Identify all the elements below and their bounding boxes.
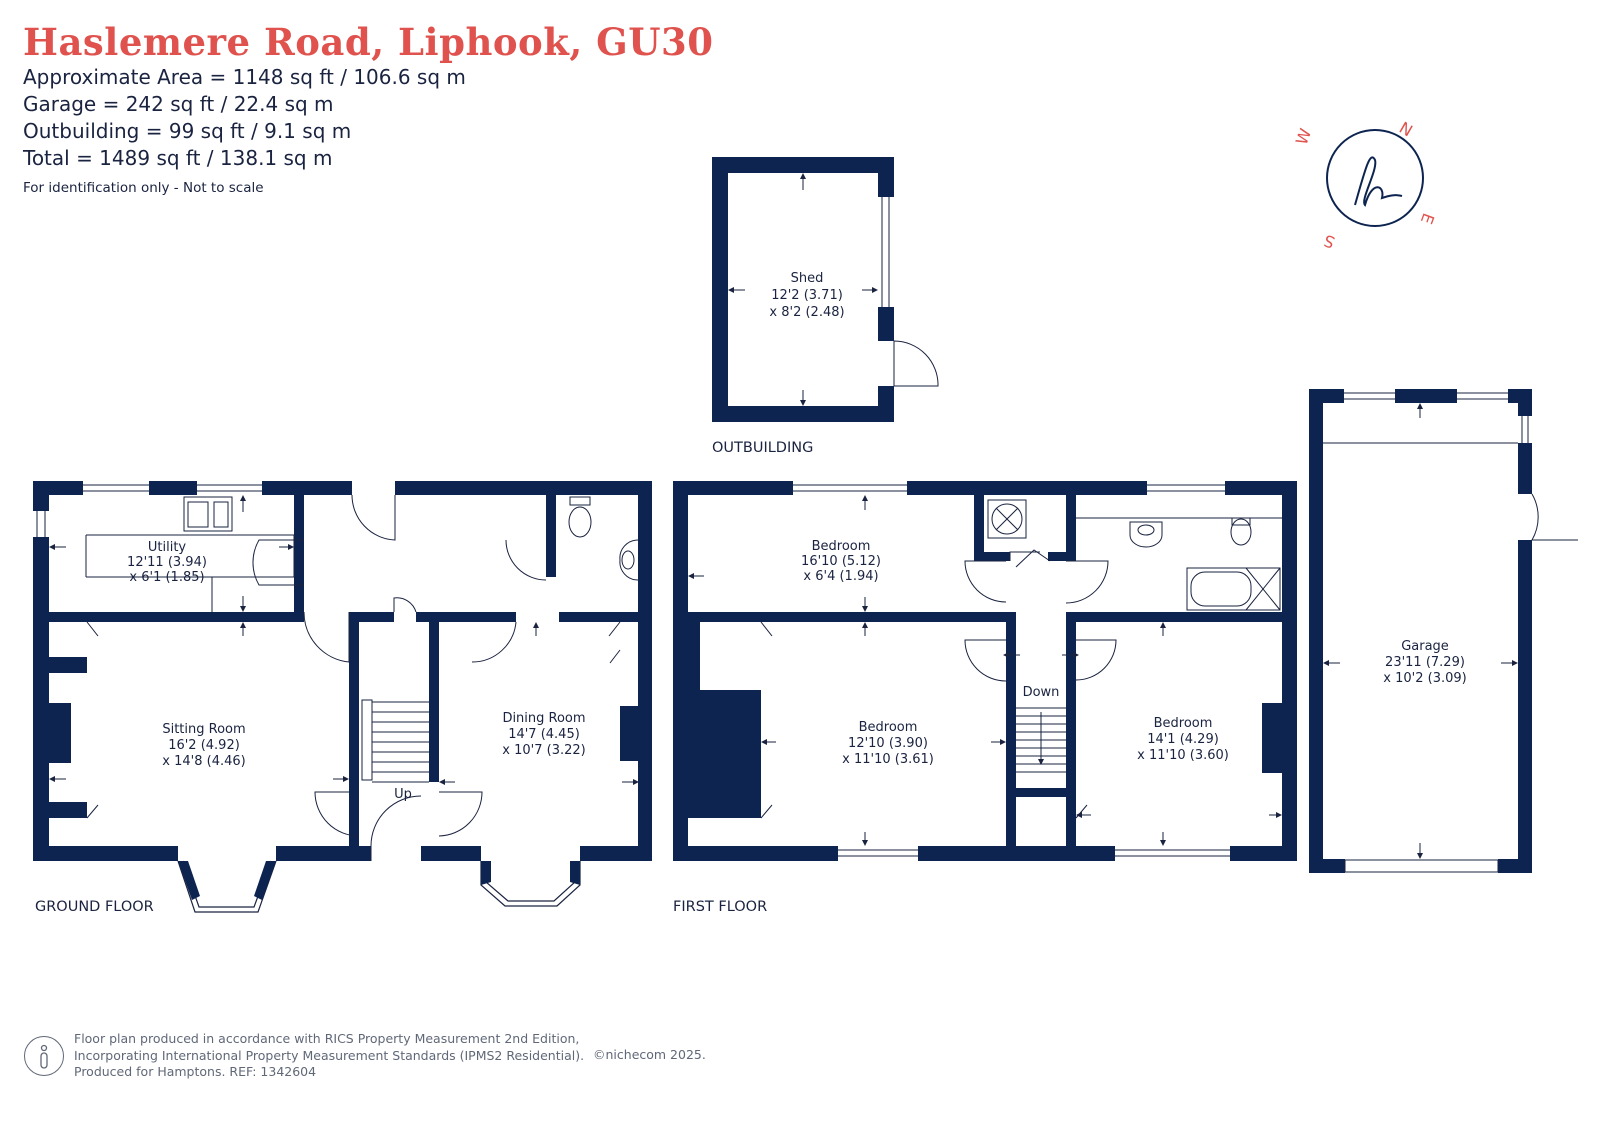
page-title: Haslemere Road, Liphook, GU30	[23, 20, 714, 64]
info-person-icon	[24, 1036, 64, 1076]
garage-dim1: 23'11 (7.29)	[1385, 655, 1465, 670]
bedroom-right-dim2: x 11'10 (3.60)	[1137, 748, 1229, 763]
floor-label-outbuilding: OUTBUILDING	[712, 440, 813, 456]
sitting-room-dim2: x 14'8 (4.46)	[162, 754, 245, 769]
footer-copyright: ©nichecom 2025.	[593, 1047, 706, 1062]
bedroom-mid-dim1: 12'10 (3.90)	[848, 736, 928, 751]
compass-east: E	[1417, 211, 1438, 227]
bedroom-top-dim1: 16'10 (5.12)	[801, 554, 881, 569]
sitting-room-name: Sitting Room	[162, 722, 245, 737]
bedroom-right-dim1: 14'1 (4.29)	[1147, 732, 1219, 747]
footer-line-3: Produced for Hamptons. REF: 1342604	[74, 1064, 317, 1079]
garage-dim2: x 10'2 (3.09)	[1383, 671, 1466, 686]
bedroom-mid-dim2: x 11'10 (3.61)	[842, 752, 934, 767]
compass-south: S	[1321, 231, 1337, 252]
area-line-garage: Garage = 242 sq ft / 22.4 sq m	[23, 92, 334, 116]
dining-room-dim2: x 10'7 (3.22)	[502, 743, 585, 758]
dining-room-dim1: 14'7 (4.45)	[508, 727, 580, 742]
first-floor-walls	[673, 481, 1297, 861]
area-line-outbuilding: Outbuilding = 99 sq ft / 9.1 sq m	[23, 119, 352, 143]
shed-walls	[712, 157, 894, 422]
bedroom-right-name: Bedroom	[1154, 716, 1213, 731]
sitting-room-dim1: 16'2 (4.92)	[168, 738, 240, 753]
utility-dim2: x 6'1 (1.85)	[129, 570, 204, 585]
bedroom-top-name: Bedroom	[812, 539, 871, 554]
compass-west: W	[1292, 126, 1315, 148]
footer-credits: Floor plan produced in accordance with R…	[74, 1031, 706, 1081]
area-summary: Approximate Area = 1148 sq ft / 106.6 sq…	[23, 64, 466, 172]
footer-line-1: Floor plan produced in accordance with R…	[74, 1031, 580, 1046]
utility-dim1: 12'11 (3.94)	[127, 555, 207, 570]
dining-room-name: Dining Room	[502, 711, 585, 726]
bedroom-top-dim2: x 6'4 (1.94)	[803, 569, 878, 584]
footer-line-2: Incorporating International Property Mea…	[74, 1047, 585, 1063]
area-line-approximate: Approximate Area = 1148 sq ft / 106.6 sq…	[23, 65, 466, 89]
garage-name: Garage	[1401, 639, 1449, 654]
bedroom-mid-name: Bedroom	[859, 720, 918, 735]
shed-name: Shed	[791, 271, 824, 286]
floor-label-first: FIRST FLOOR	[673, 899, 767, 915]
ground-floor-walls	[33, 481, 652, 861]
compass-logo: N E S W	[1292, 118, 1438, 252]
floor-label-ground: GROUND FLOOR	[35, 899, 154, 915]
stairs-up-label: Up	[394, 787, 412, 802]
stairs-down-label: Down	[1023, 685, 1060, 700]
garage-walls	[1309, 389, 1532, 873]
shed-dim1: 12'2 (3.71)	[771, 288, 843, 303]
disclaimer-note: For identification only - Not to scale	[23, 180, 264, 196]
area-line-total: Total = 1489 sq ft / 138.1 sq m	[23, 146, 333, 170]
shed-dim2: x 8'2 (2.48)	[769, 305, 844, 320]
utility-name: Utility	[148, 540, 187, 555]
